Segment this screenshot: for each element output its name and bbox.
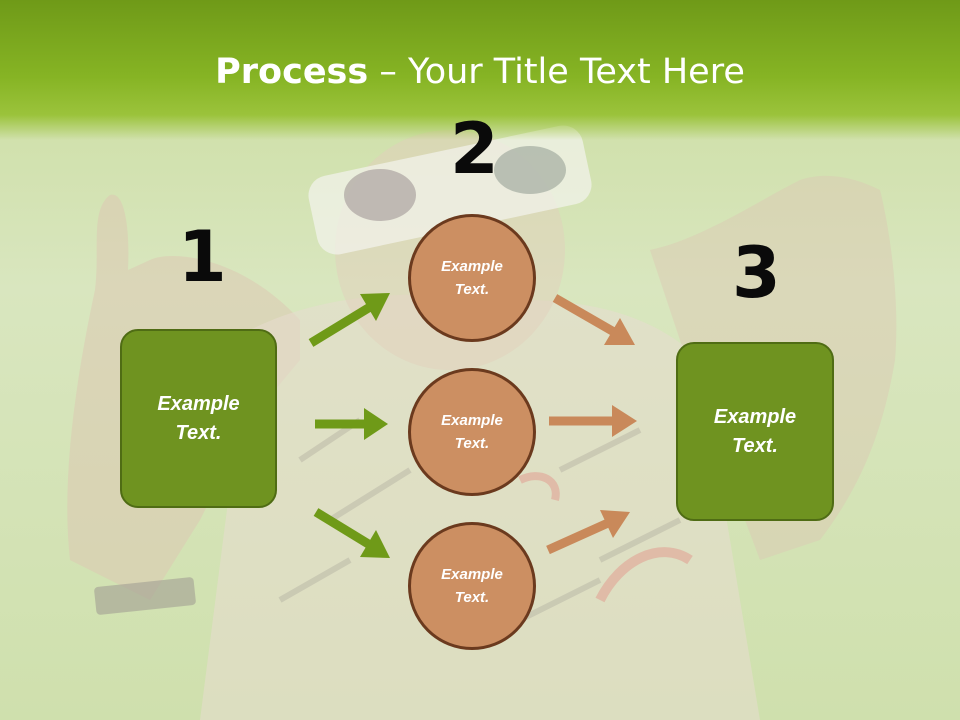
circle-bottom: Example Text. — [408, 522, 536, 650]
step-number-3: 3 — [732, 232, 781, 314]
right-box-line2: Text. — [732, 434, 778, 457]
slide-title: Process – Your Title Text Here — [0, 52, 960, 92]
right-box-line1: Example — [713, 405, 797, 428]
circle-top: Example Text. — [408, 214, 536, 342]
arrow-orange-middle — [549, 405, 637, 437]
circle-bottom-line1: Example — [441, 566, 503, 583]
arrow-orange-down — [552, 294, 635, 345]
title-bold: Process — [215, 52, 369, 92]
arrow-green-middle — [315, 408, 388, 440]
arrow-orange-up — [546, 510, 630, 555]
circle-middle-line1: Example — [441, 412, 503, 429]
title-rest: – Your Title Text Here — [368, 52, 745, 92]
circle-middle: Example Text. — [408, 368, 536, 496]
step-number-2: 2 — [450, 108, 499, 190]
step-number-1: 1 — [178, 216, 227, 298]
circle-top-line1: Example — [441, 258, 503, 275]
left-step-box: Example Text. — [120, 329, 277, 508]
circle-bottom-line2: Text. — [454, 589, 490, 606]
arrow-green-down — [313, 508, 390, 558]
left-box-line1: Example — [157, 392, 240, 415]
left-box-line2: Text. — [175, 421, 222, 444]
right-step-box: Example Text. — [676, 342, 834, 521]
circle-top-line2: Text. — [454, 281, 490, 298]
circle-middle-line2: Text. — [454, 435, 490, 452]
arrow-green-up — [308, 293, 390, 347]
title-bar — [0, 0, 960, 140]
